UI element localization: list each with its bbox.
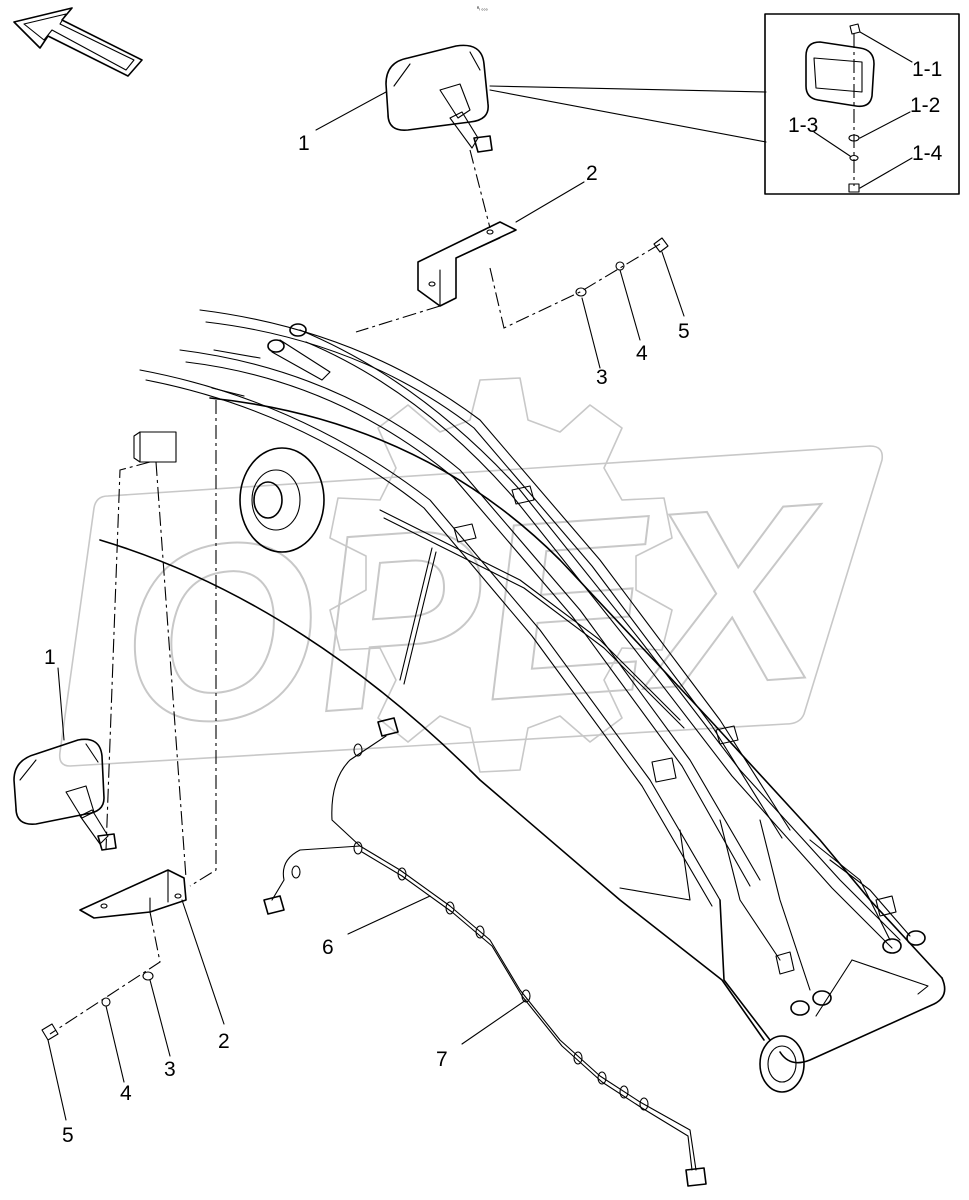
washer-bottom xyxy=(142,971,154,981)
leader-4-top xyxy=(619,269,641,341)
callout-1-4: 1-4 xyxy=(912,142,943,165)
callout-3-top: 3 xyxy=(596,366,608,389)
wire-harness xyxy=(263,547,707,1187)
leader-3-top xyxy=(581,297,601,369)
callout-1-top: 1 xyxy=(298,132,310,155)
callout-5-bottom: 5 xyxy=(62,1124,74,1147)
leader-5-top xyxy=(661,251,685,317)
callout-3-bottom: 3 xyxy=(164,1058,176,1081)
hydraulic-lines xyxy=(139,309,926,1016)
callout-7: 7 xyxy=(436,1048,448,1071)
leader-6 xyxy=(347,895,431,935)
work-lamp-top xyxy=(385,44,493,153)
callout-4-bottom: 4 xyxy=(120,1082,132,1105)
inset-connector-b xyxy=(489,89,767,143)
callout-1-1: 1-1 xyxy=(912,58,942,81)
bracket-top xyxy=(417,221,517,307)
callout-1-3: 1-3 xyxy=(788,114,818,137)
callout-5-top: 5 xyxy=(678,320,690,343)
callout-1-2: 1-2 xyxy=(910,94,940,117)
leader-3-bottom xyxy=(149,979,171,1057)
leader-4-bottom xyxy=(105,1005,125,1083)
leader-7 xyxy=(461,999,527,1045)
bolt-top xyxy=(653,237,669,253)
lock-washer-bottom xyxy=(101,997,111,1007)
washer-top xyxy=(575,287,587,297)
header-tiny-text: ᴿᵢ ₀₀₀ xyxy=(477,6,488,12)
callout-4-top: 4 xyxy=(636,342,648,365)
leader-2-bottom xyxy=(181,899,225,1025)
watermark: OPEX xyxy=(58,377,884,779)
leader-2-top xyxy=(515,181,585,223)
bracket-left xyxy=(79,869,187,919)
callout-1-left: 1 xyxy=(44,646,56,669)
bolt-bottom xyxy=(41,1023,59,1041)
leader-1-left xyxy=(57,667,65,741)
callout-2-top: 2 xyxy=(586,162,598,185)
watermark-text: OPEX xyxy=(112,450,838,778)
leader-5-bottom xyxy=(47,1039,67,1121)
leader-1-top xyxy=(315,91,387,131)
work-lamp-left xyxy=(13,738,117,851)
direction-arrow-icon xyxy=(13,7,143,77)
inset-connector-a xyxy=(489,85,767,93)
detail-inset xyxy=(764,13,960,195)
callout-6: 6 xyxy=(322,936,334,959)
callout-2-bottom: 2 xyxy=(218,1030,230,1053)
